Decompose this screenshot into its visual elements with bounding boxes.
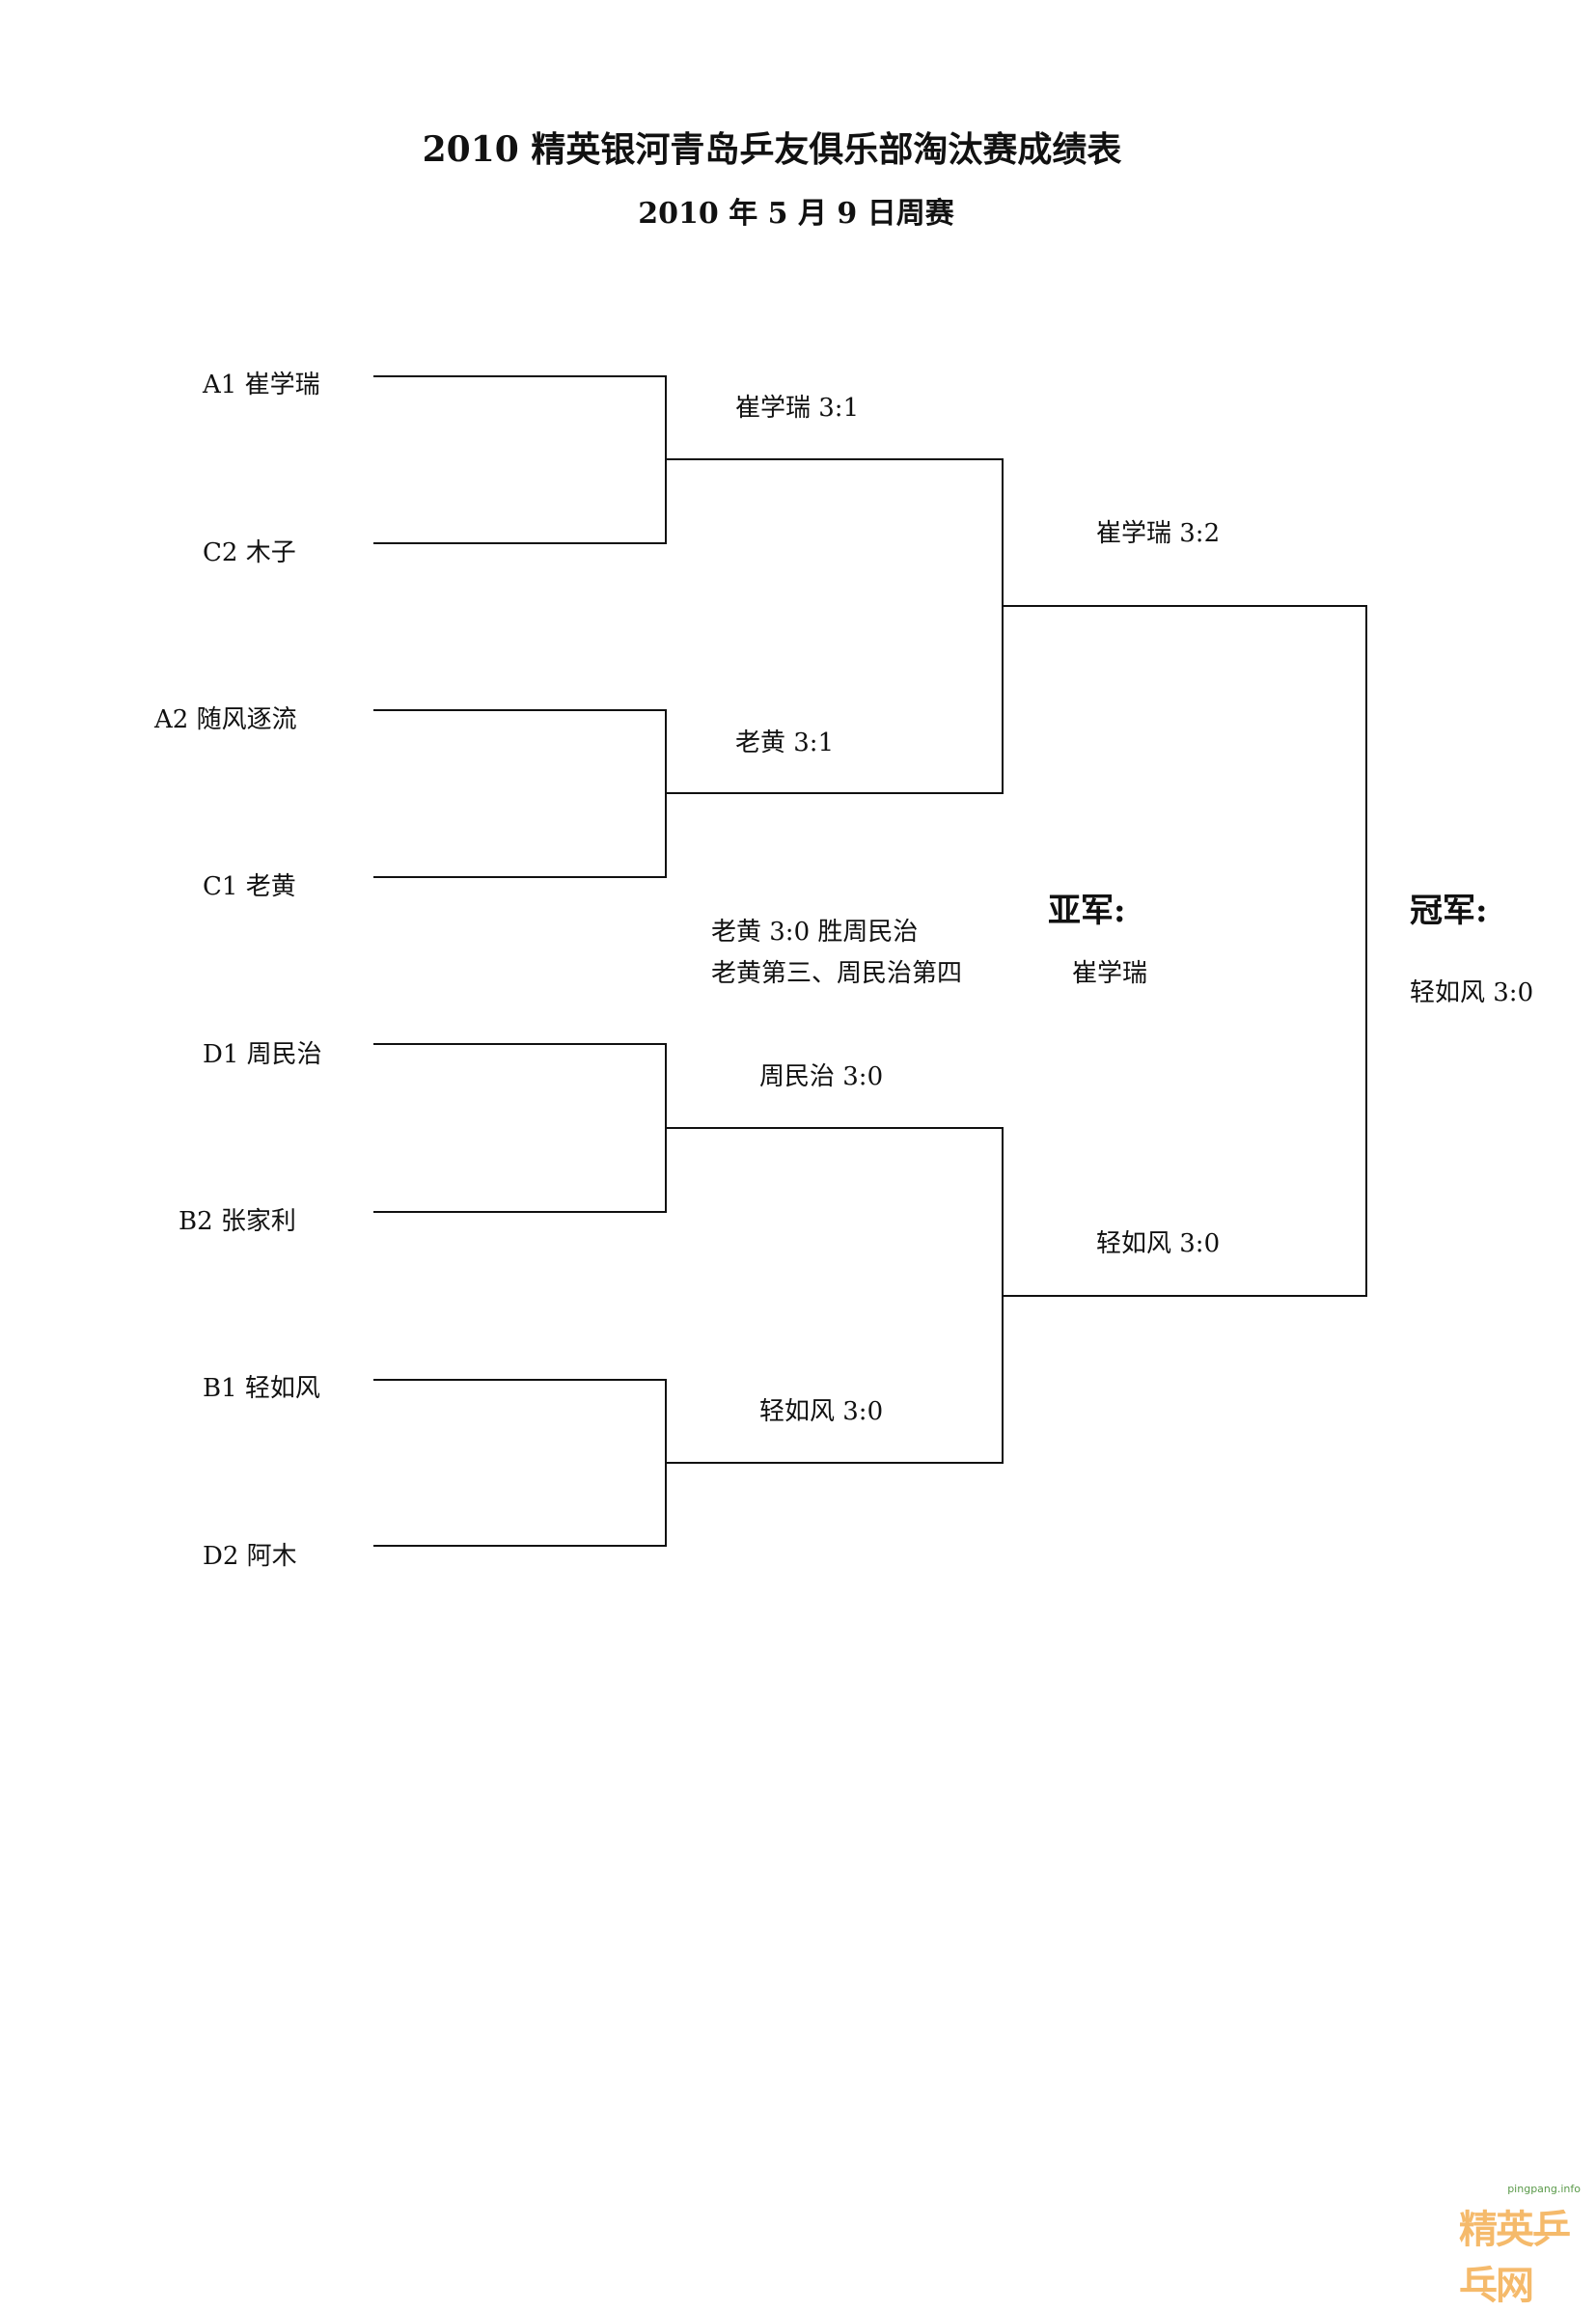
player-label: D1 周民治 <box>203 1040 322 1069</box>
third-place-line2: 老黄第三、周民治第四 <box>711 959 963 988</box>
runner-up-name: 崔学瑞 <box>1072 959 1148 988</box>
bracket-line-sf1 <box>666 458 1004 794</box>
champion-result: 轻如风 3:0 <box>1410 978 1534 1007</box>
player-label: C1 老黄 <box>203 872 296 901</box>
watermark-logo: pingpang.info 精英乒乓网 <box>1459 2183 1586 2308</box>
bracket-line-r1-match2 <box>373 709 667 878</box>
player-label: A2 随风逐流 <box>154 705 297 734</box>
semifinal-result: 轻如风 3:0 <box>1096 1229 1221 1258</box>
player-label: C2 木子 <box>203 538 296 567</box>
round1-result: 轻如风 3:0 <box>759 1397 884 1426</box>
round1-result: 崔学瑞 3:1 <box>735 394 860 423</box>
player-label: B2 张家利 <box>179 1207 296 1236</box>
watermark-logo-text: 精英乒乓网 <box>1459 2208 1571 2308</box>
semifinal-result: 崔学瑞 3:2 <box>1096 519 1221 548</box>
third-place-line1: 老黄 3:0 胜周民治 <box>711 918 919 947</box>
bracket-line-r1-match3 <box>373 1043 667 1213</box>
bracket-line-final <box>1003 605 1367 1297</box>
runner-up-label: 亚军: <box>1048 892 1126 930</box>
round1-result: 周民治 3:0 <box>759 1062 884 1091</box>
bracket-lines <box>373 375 1367 1547</box>
champion-label: 冠军: <box>1410 892 1488 930</box>
round1-result: 老黄 3:1 <box>735 729 835 757</box>
page-subtitle: 2010 年 5 月 9 日周赛 <box>638 197 954 231</box>
bracket-page: 2010 精英银河青岛乒友俱乐部淘汰赛成绩表 2010 年 5 月 9 日周赛 … <box>154 129 1586 2308</box>
player-label: B1 轻如风 <box>203 1374 320 1403</box>
player-label: A1 崔学瑞 <box>203 371 320 399</box>
bracket-line-r1-match1 <box>373 375 667 544</box>
page-title: 2010 精英银河青岛乒友俱乐部淘汰赛成绩表 <box>422 129 1122 170</box>
player-label: D2 阿木 <box>203 1542 297 1571</box>
bracket-line-r1-match4 <box>373 1379 667 1547</box>
watermark-url: pingpang.info <box>1507 2183 1581 2195</box>
